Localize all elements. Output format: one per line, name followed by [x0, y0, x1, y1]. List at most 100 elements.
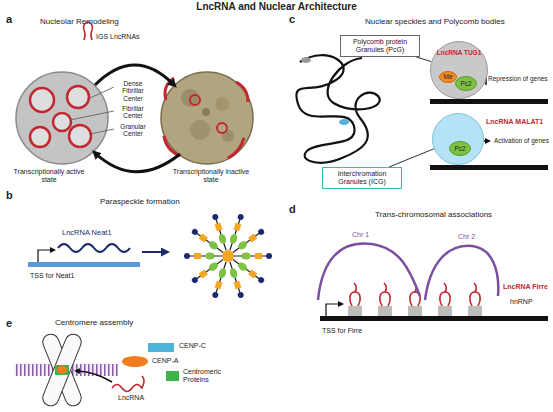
figure-title: LncRNA and Nuclear Architecture — [0, 1, 553, 12]
firre-gene — [348, 283, 362, 316]
chromosome-strand — [318, 243, 498, 300]
neat1-gene — [28, 262, 140, 267]
paraspeckle — [184, 253, 222, 260]
state-label: Transcriptionally active state — [8, 168, 90, 184]
neat1-gene — [28, 244, 166, 267]
node-text: Me — [443, 73, 452, 80]
panel-letter: d — [289, 203, 296, 216]
gene-label: TSS for Firre — [322, 327, 362, 335]
paraspeckle — [227, 261, 245, 299]
panel-title: Paraspeckle formation — [100, 197, 180, 206]
nuclear-speckle-outline — [433, 114, 484, 165]
protein-oval-outline — [456, 77, 477, 91]
nucleolus-active — [30, 127, 50, 147]
rna-label: IGS LncRNAs — [96, 33, 140, 41]
chromosome-label: Chr 1 — [352, 231, 369, 239]
paraspeckle — [211, 213, 229, 251]
legend-swatch — [122, 356, 148, 367]
firre-gene — [378, 283, 392, 316]
granule-box: Polycomb protein Granules (PcG) — [340, 35, 420, 57]
chromatin-fiber — [296, 55, 379, 162]
connector — [416, 57, 431, 62]
node-text: LncRNA TUG1 — [430, 49, 488, 56]
protein-oval-outline — [440, 72, 457, 83]
paraspeckle — [234, 253, 272, 260]
panel-title: Nucleolar Remodeling — [40, 17, 119, 26]
legend-swatch — [166, 371, 179, 381]
lncrna-arrow — [78, 371, 112, 382]
leader-line — [70, 87, 114, 134]
connector — [389, 149, 434, 167]
chromosome — [14, 332, 118, 408]
node-text: LncRNA MALAT1 — [486, 118, 543, 126]
region-label: Fibrillar Center — [113, 105, 153, 120]
nucleolus-active — [69, 125, 91, 147]
gene-label: TSS for Neat1 — [30, 272, 74, 280]
firre-gene — [438, 283, 452, 316]
cycle-arrow — [95, 153, 180, 172]
firre-gene — [326, 304, 340, 316]
chromosome — [57, 366, 67, 374]
activation-arrow — [484, 141, 487, 142]
neat1-gene — [58, 244, 130, 252]
protein-oval: Pc2 — [449, 141, 471, 156]
nuclear-speckle: LncRNA MALAT1Pc2 — [432, 113, 484, 165]
neat1-gene — [38, 250, 52, 262]
chromosome-strand — [318, 243, 420, 300]
chromosome — [14, 364, 118, 376]
chromosome — [40, 332, 83, 408]
node-text: Polycomb protein Granules (PcG) — [341, 38, 419, 53]
polycomb-body-outline — [431, 42, 488, 99]
neat1-gene — [142, 251, 166, 253]
gene-bar — [430, 99, 548, 104]
panel-title: Nuclear speckles and Polycomb bodies — [365, 17, 505, 26]
nucleolus-inactive — [190, 95, 200, 105]
lncrna-arrow — [78, 371, 144, 392]
nucleolus-inactive — [228, 138, 244, 158]
nuclear-speckle-outline — [432, 113, 484, 165]
panel-letter: c — [289, 13, 295, 26]
node-text: Pc2 — [454, 145, 465, 152]
chromosome-label: Chr 2 — [458, 233, 475, 241]
chromatin-fiber — [339, 119, 349, 125]
paraspeckle — [184, 213, 272, 299]
protein-oval: Pc2 — [455, 76, 477, 91]
panel-title: Centromere assembly — [55, 318, 133, 327]
rna-label: LncRNA Firre — [503, 283, 548, 291]
nucleolus-inactive — [190, 120, 210, 140]
nucleolus-inactive — [161, 72, 253, 164]
nucleolus-active — [16, 72, 108, 164]
paraspeckle — [231, 227, 266, 255]
legend-text: CENP-C — [179, 342, 206, 350]
protein-oval: Me — [439, 71, 457, 83]
firre-gene — [320, 283, 548, 321]
nucleolus-inactive — [181, 89, 199, 107]
nucleolus-inactive — [236, 82, 248, 102]
panel-letter: a — [6, 13, 12, 26]
cycle-arrow — [95, 65, 180, 172]
gene-bar — [430, 165, 548, 170]
legend-text: Centromeric Proteins — [183, 368, 231, 384]
chromosome — [55, 365, 69, 375]
effect-label: Repression of genes — [488, 75, 548, 82]
nucleolus-active — [53, 113, 71, 131]
chromosome — [40, 332, 83, 408]
activation-arrow — [484, 140, 487, 142]
rna-label: LncRNA — [118, 394, 144, 402]
effect-label: Activation of genes — [494, 137, 549, 144]
firre-gene — [408, 283, 422, 316]
chromosome — [40, 332, 83, 408]
nucleolus-inactive — [202, 108, 210, 116]
nucleolus-inactive — [164, 136, 180, 156]
legend-text: CENP-A — [152, 357, 178, 365]
paraspeckle — [190, 257, 225, 285]
nucleolus-active — [16, 72, 108, 164]
chromatin-fiber — [301, 57, 311, 63]
paraspeckle — [222, 250, 234, 262]
chromatin-fiber — [296, 55, 379, 162]
polycomb-body: LncRNA TUG1MePc2 — [430, 41, 488, 99]
state-label: Transcriptionally inactive state — [170, 168, 252, 184]
chromosome-strand — [425, 246, 498, 300]
